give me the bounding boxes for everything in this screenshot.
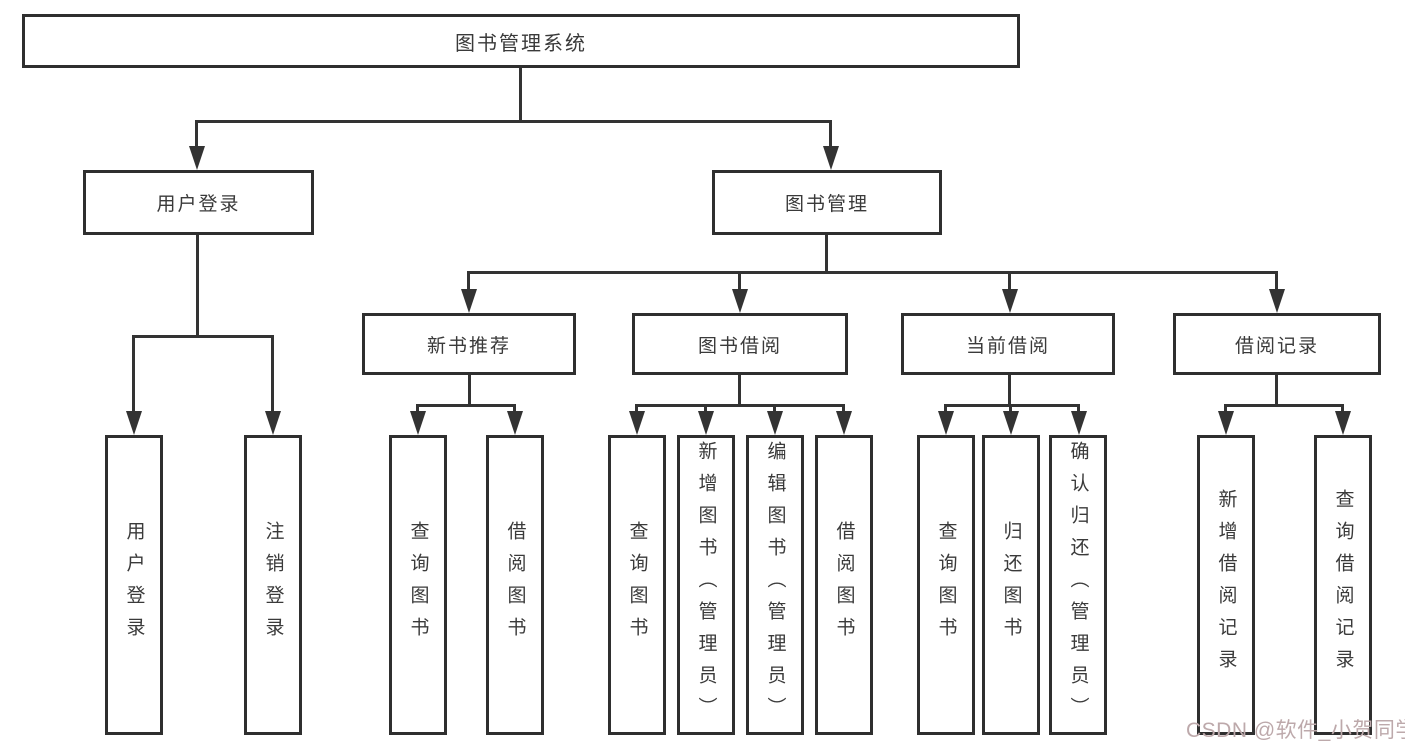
node-book-borrow: 图书借阅	[632, 313, 848, 375]
connector-line	[1224, 404, 1227, 414]
connector-line	[635, 404, 845, 407]
connector-line	[513, 404, 516, 414]
node-user-login: 用户登录	[83, 170, 314, 235]
connector-line	[842, 404, 845, 414]
arrow-down-icon	[265, 411, 281, 435]
arrow-down-icon	[461, 289, 477, 313]
arrow-down-icon	[410, 411, 426, 435]
node-root: 图书管理系统	[22, 14, 1020, 68]
arrow-down-icon	[1003, 411, 1019, 435]
node-borrow-records: 借阅记录	[1173, 313, 1381, 375]
csdn-watermark: CSDN @软件_小贺同学	[1186, 719, 1405, 742]
connector-line	[195, 120, 832, 123]
connector-line	[1008, 375, 1011, 407]
connector-line	[944, 404, 947, 414]
connector-line	[1275, 271, 1278, 293]
arrow-down-icon	[189, 146, 205, 170]
connector-line	[704, 404, 707, 414]
arrow-down-icon	[507, 411, 523, 435]
leaf-query-books-2: 查询图书	[608, 435, 666, 735]
leaf-user-login: 用户登录	[105, 435, 163, 735]
connector-line	[416, 404, 419, 414]
connector-line	[738, 271, 741, 293]
arrow-down-icon	[698, 411, 714, 435]
arrow-down-icon	[126, 411, 142, 435]
leaf-edit-book-admin: 编辑图书（管理员）	[746, 435, 804, 735]
leaf-confirm-return-admin: 确认归还（管理员）	[1049, 435, 1107, 735]
connector-line	[773, 404, 776, 414]
connector-line	[196, 235, 199, 335]
connector-line	[1341, 404, 1344, 414]
connector-line	[416, 404, 516, 407]
leaf-return-book: 归还图书	[982, 435, 1040, 735]
connector-line	[829, 120, 832, 150]
connector-line	[271, 335, 274, 415]
arrow-down-icon	[1071, 411, 1087, 435]
arrow-down-icon	[767, 411, 783, 435]
connector-line	[195, 120, 198, 150]
connector-line	[1008, 271, 1011, 293]
arrow-down-icon	[1269, 289, 1285, 313]
leaf-logout: 注销登录	[244, 435, 302, 735]
connector-line	[1009, 404, 1012, 414]
arrow-down-icon	[732, 289, 748, 313]
leaf-query-borrow-record: 查询借阅记录	[1314, 435, 1372, 735]
connector-line	[519, 68, 522, 120]
leaf-add-borrow-record: 新增借阅记录	[1197, 435, 1255, 735]
connector-line	[132, 335, 135, 415]
leaf-borrow-books-2: 借阅图书	[815, 435, 873, 735]
arrow-down-icon	[1218, 411, 1234, 435]
arrow-down-icon	[836, 411, 852, 435]
connector-line	[944, 404, 1080, 407]
node-current-borrow: 当前借阅	[901, 313, 1115, 375]
leaf-query-books-3: 查询图书	[917, 435, 975, 735]
connector-line	[1275, 375, 1278, 407]
leaf-borrow-books-1: 借阅图书	[486, 435, 544, 735]
connector-line	[132, 335, 274, 338]
leaf-query-books-1: 查询图书	[389, 435, 447, 735]
arrow-down-icon	[823, 146, 839, 170]
connector-line	[825, 235, 828, 271]
arrow-down-icon	[629, 411, 645, 435]
arrow-down-icon	[1002, 289, 1018, 313]
arrow-down-icon	[938, 411, 954, 435]
connector-line	[738, 375, 741, 407]
leaf-add-book-admin: 新增图书（管理员）	[677, 435, 735, 735]
connector-line	[635, 404, 638, 414]
node-new-book-recommend: 新书推荐	[362, 313, 576, 375]
connector-line	[1077, 404, 1080, 414]
connector-line	[467, 271, 470, 293]
connector-line	[1224, 404, 1344, 407]
node-book-management: 图书管理	[712, 170, 942, 235]
connector-line	[468, 375, 471, 407]
connector-line	[467, 271, 1278, 274]
arrow-down-icon	[1335, 411, 1351, 435]
